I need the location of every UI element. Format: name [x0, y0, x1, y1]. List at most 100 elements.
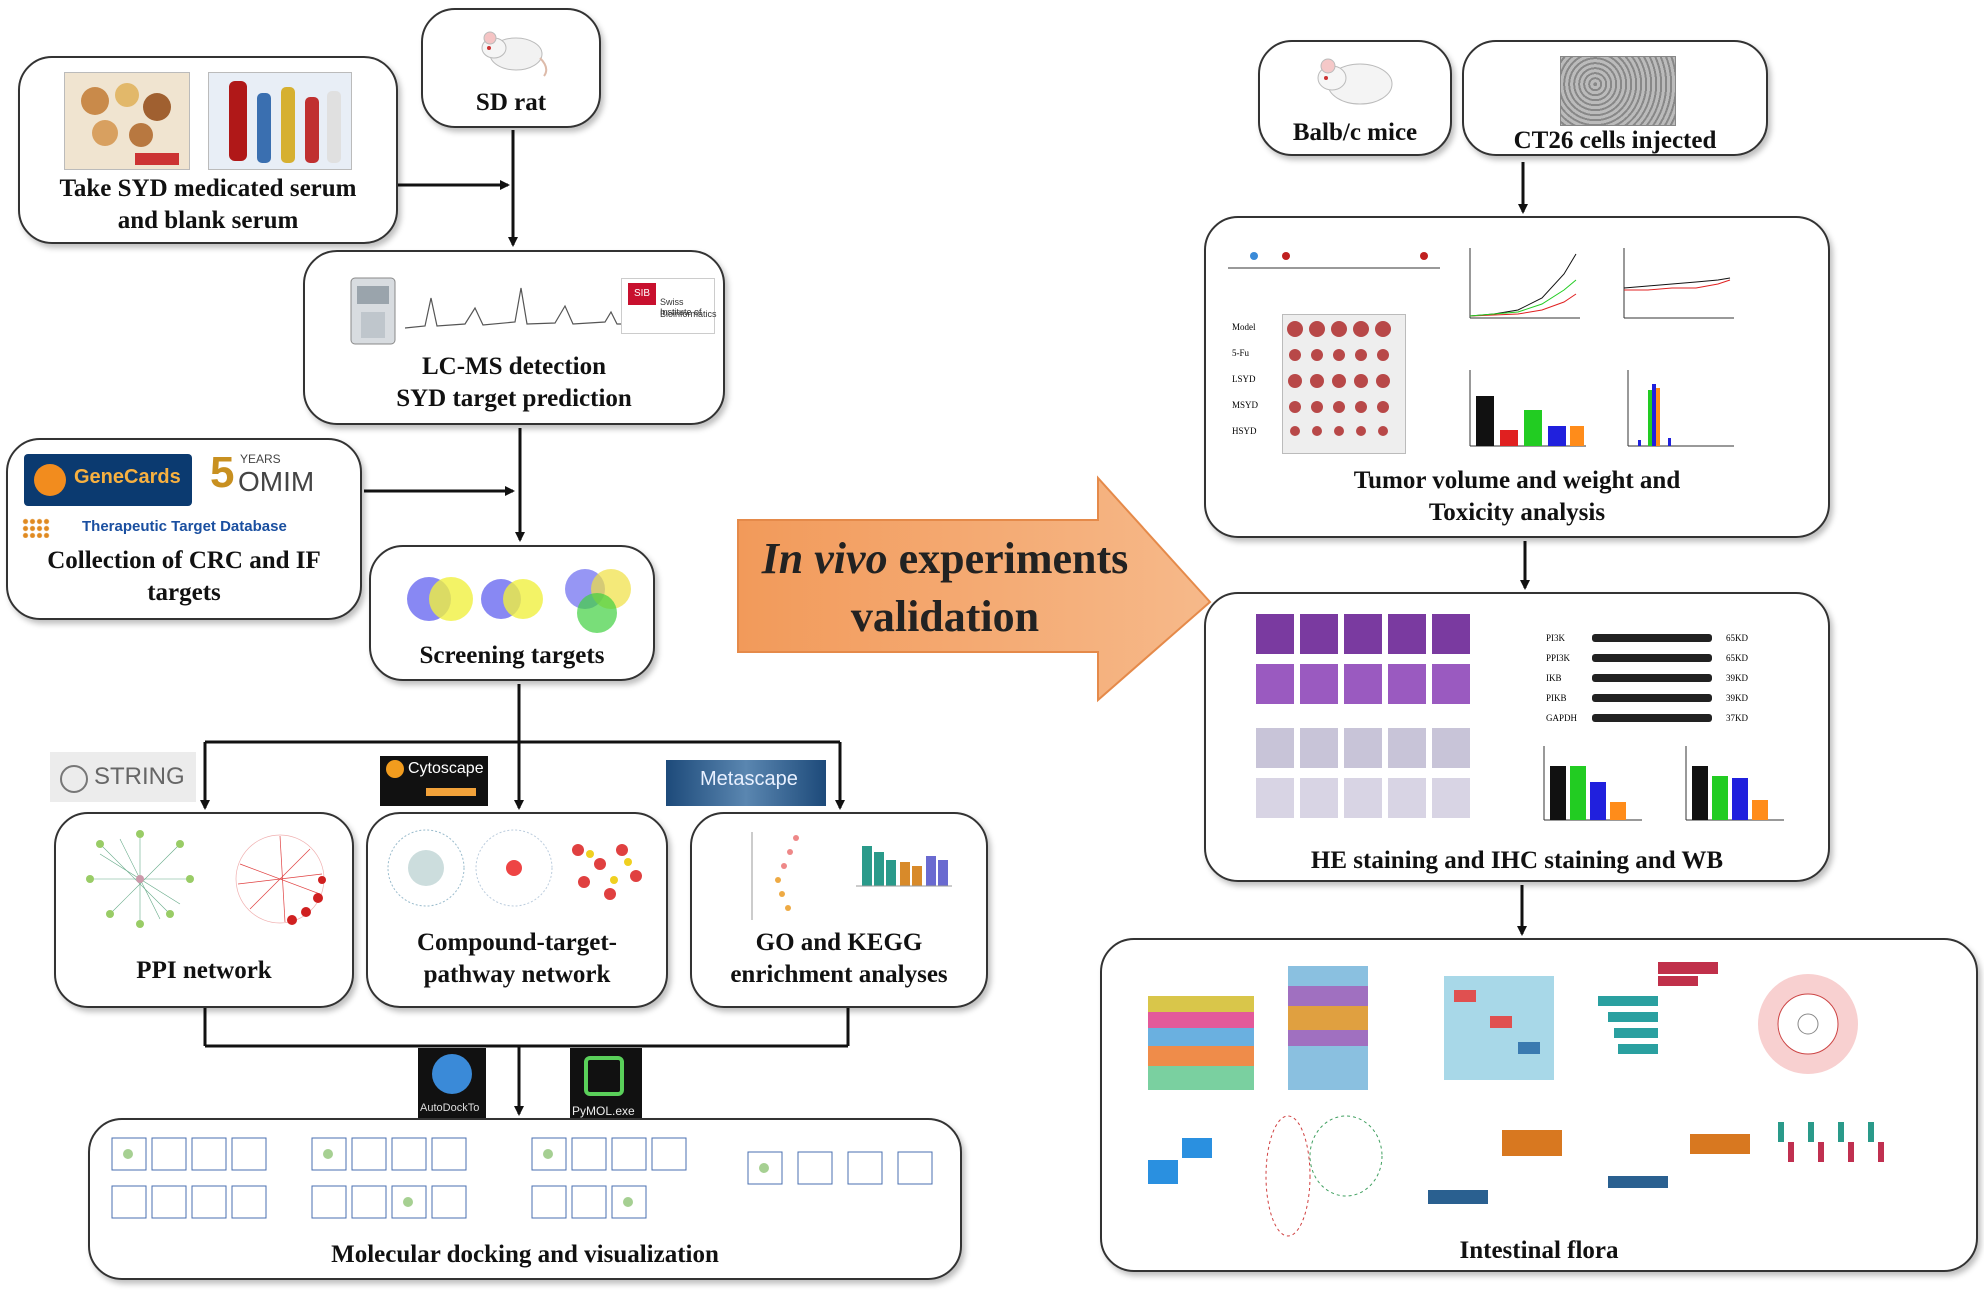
- compound-label-2: pathway network: [423, 961, 611, 988]
- compound-network-image: [387, 829, 642, 907]
- serum-node: Take SYD medicated serum and blank serum: [18, 56, 398, 244]
- collection-label-2: targets: [147, 579, 221, 606]
- sib-mark: SIB: [628, 283, 656, 305]
- sd-rat-label: SD rat: [475, 89, 547, 116]
- ct26-micrograph-image: [1560, 56, 1676, 126]
- group-label: HSYD: [1232, 426, 1257, 436]
- pcoa-plot: [1265, 1115, 1383, 1237]
- omim-logo: 5 YEARS OMIM: [210, 448, 330, 508]
- wb-blot: PI3K PPI3K IKB PIKB GAPDH 65KD 65KD 39KD…: [1546, 624, 1806, 736]
- flora-plots-image: [1148, 962, 1884, 1237]
- wb-size: 65KD: [1726, 633, 1748, 643]
- rat-icon: [481, 31, 548, 77]
- center-arrow-text: In vivo experiments validation: [735, 530, 1155, 646]
- autodock-logo: AutoDockTo: [418, 1048, 486, 1124]
- string-logo: STRING: [50, 752, 196, 802]
- tumor-node: Model 5-Fu LSYD MSYD HSYD: [1204, 216, 1830, 538]
- compound-label-1: Compound-target-: [417, 929, 617, 956]
- heatmap-plot: [1444, 976, 1554, 1080]
- wb-protein: PPI3K: [1546, 653, 1571, 663]
- wb-size: 65KD: [1726, 653, 1748, 663]
- he-staining-images: [1256, 614, 1476, 714]
- pymol-text: PyMOL.exe: [572, 1104, 635, 1118]
- group-label: Model: [1232, 322, 1256, 332]
- wb-protein: GAPDH: [1546, 713, 1578, 723]
- herbs-image: [64, 72, 190, 170]
- omim-years: YEARS: [240, 452, 281, 466]
- wb-quant-bar-1: [1543, 746, 1642, 821]
- lcms-node: SIB Swiss Institute of Bioinformatics LC…: [303, 250, 725, 425]
- he-node: PI3K PPI3K IKB PIKB GAPDH 65KD 65KD 39KD…: [1204, 592, 1830, 882]
- tumor-label-1: Tumor volume and weight and: [1353, 467, 1681, 494]
- balbc-node: Balb/c mice: [1258, 40, 1452, 156]
- lcms-instrument-icon: [350, 277, 396, 345]
- blood-tubes-image: [208, 72, 352, 170]
- sib-text-1: Swiss Institute of: [660, 297, 702, 317]
- lcms-label-2: SYD target prediction: [396, 385, 632, 412]
- wb-size: 39KD: [1726, 673, 1748, 683]
- tumor-group-labels: Model 5-Fu LSYD MSYD HSYD: [1232, 314, 1282, 444]
- validation-word: validation: [850, 592, 1040, 641]
- ppi-label: PPI network: [136, 957, 272, 984]
- lcms-label-1: LC-MS detection: [422, 353, 606, 380]
- screening-label: Screening targets: [419, 642, 605, 669]
- group-label: 5-Fu: [1232, 348, 1250, 358]
- cytoscape-logo: Cytoscape: [380, 756, 488, 806]
- string-icon: [60, 765, 88, 793]
- ct26-node: CT26 cells injected: [1462, 40, 1768, 156]
- gokegg-node: GO and KEGG enrichment analyses: [690, 812, 988, 1008]
- tumor-photo-image: [1282, 314, 1406, 454]
- genecards-logo: GeneCards: [24, 454, 192, 506]
- metascape-text: Metascape: [700, 768, 798, 790]
- pymol-logo: PyMOL.exe: [570, 1048, 642, 1124]
- docking-label: Molecular docking and visualization: [331, 1241, 719, 1268]
- lefse-bar-plot: [1598, 962, 1718, 1054]
- gokegg-label-1: GO and KEGG: [755, 929, 923, 956]
- ttd-logo: Therapeutic Target Database: [22, 516, 342, 542]
- omim-five: 5: [210, 448, 235, 497]
- ct26-label: CT26 cells injected: [1513, 127, 1717, 154]
- in-vivo-italic: In vivo: [761, 534, 888, 583]
- venn-diagrams-image: [407, 569, 631, 633]
- cytoscape-bar: [426, 788, 476, 796]
- center-arrow-shape: [737, 475, 1212, 703]
- gokegg-label-2: enrichment analyses: [730, 961, 948, 988]
- screening-node: Screening targets: [369, 545, 655, 681]
- docking-node: Molecular docking and visualization: [88, 1118, 962, 1280]
- omim-text: OMIM: [238, 466, 315, 497]
- wb-protein: IKB: [1546, 673, 1562, 683]
- wb-size: 37KD: [1726, 713, 1748, 723]
- wb-protein: PI3K: [1546, 633, 1566, 643]
- box-plot-3: [1428, 1130, 1562, 1204]
- collection-node: GeneCards 5 YEARS OMIM Therapeutic Targe…: [6, 438, 362, 620]
- sib-logo: SIB Swiss Institute of Bioinformatics: [621, 278, 717, 334]
- serum-label-2: and blank serum: [117, 207, 299, 234]
- tumor-label-2: Toxicity analysis: [1428, 499, 1606, 526]
- stacked-bar-plot: [1148, 996, 1254, 1090]
- ttd-dots-icon: [22, 518, 50, 538]
- wb-protein: PIKB: [1546, 693, 1567, 703]
- autodock-icon: [432, 1054, 472, 1094]
- enrichment-plots-image: [751, 832, 952, 920]
- autodock-text: AutoDockTo: [420, 1102, 480, 1114]
- flora-label: Intestinal flora: [1459, 1237, 1619, 1264]
- sd-rat-node: SD rat: [421, 8, 601, 128]
- wb-quant-bar-2: [1685, 746, 1784, 821]
- serum-label-1: Take SYD medicated serum: [59, 175, 357, 202]
- ihc-staining-images: [1256, 728, 1476, 828]
- group-label: LSYD: [1232, 374, 1256, 384]
- ttd-text: Therapeutic Target Database: [82, 518, 287, 535]
- collection-label-1: Collection of CRC and IF: [47, 547, 321, 574]
- body-weight-curve-image: [1623, 248, 1734, 319]
- wb-size: 39KD: [1726, 693, 1748, 703]
- ppi-network-image: [86, 830, 326, 928]
- stacked-bar-plot-2: [1288, 966, 1368, 1090]
- tumor-weight-bar-image: [1469, 370, 1586, 447]
- chromatogram-image: [405, 287, 625, 329]
- string-text: STRING: [94, 763, 185, 790]
- docking-structures-image: [111, 1137, 933, 1219]
- genecards-icon: [34, 464, 66, 496]
- alpha-boxplot: [1148, 1138, 1212, 1184]
